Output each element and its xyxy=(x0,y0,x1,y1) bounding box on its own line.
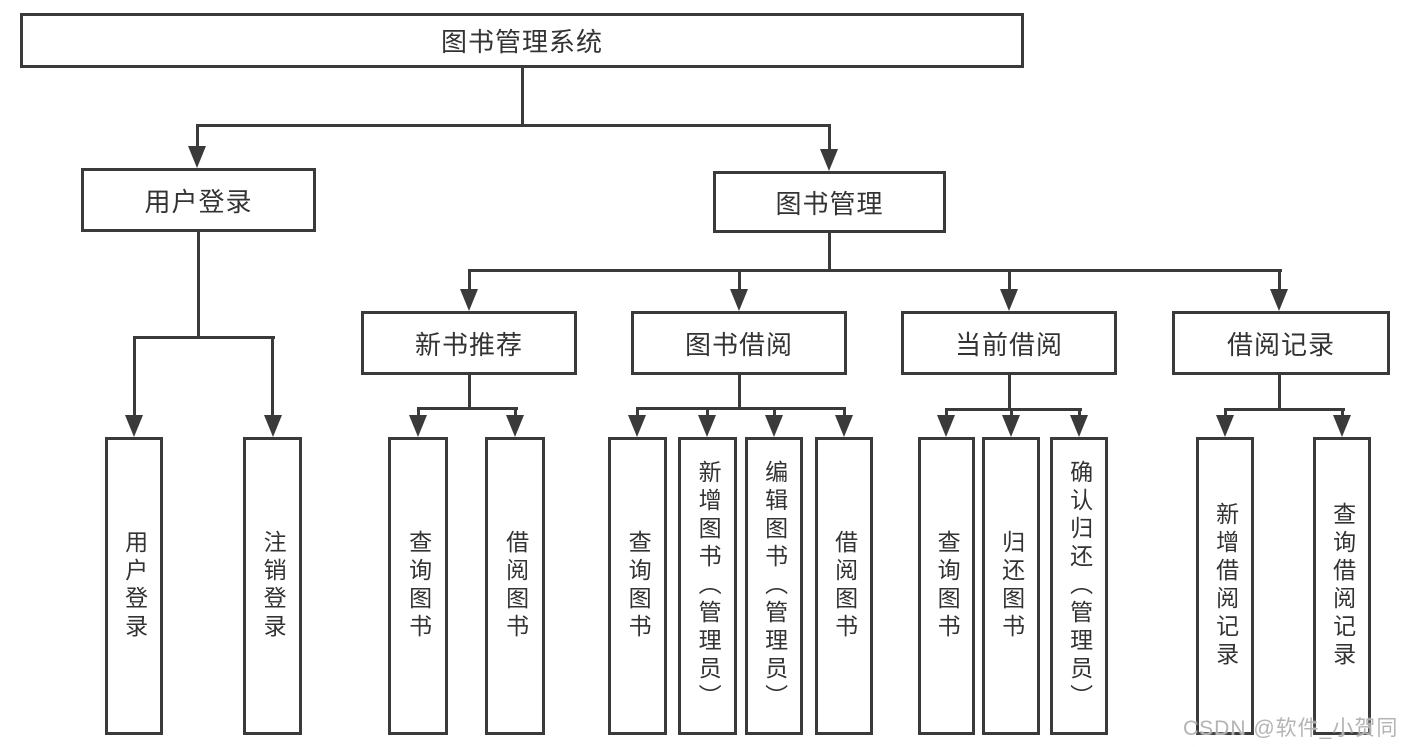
node-label: 图书借阅 xyxy=(684,329,793,360)
leaf-label: 借阅图书 xyxy=(831,530,858,642)
connector-vline xyxy=(1223,409,1227,417)
arrowhead-down-icon xyxy=(1070,415,1088,437)
node-new-book-recommendation: 新书推荐 xyxy=(361,311,577,375)
connector-hline xyxy=(1223,407,1345,411)
leaf-user-login: 用户登录 xyxy=(105,437,163,735)
leaf-add-books-admin: 新增图书（管理员） xyxy=(678,437,737,735)
arrowhead-down-icon xyxy=(628,415,646,437)
connector-vline xyxy=(1277,270,1281,291)
connector-vline xyxy=(1340,409,1344,417)
connector-vline xyxy=(1007,270,1011,291)
connector-vline xyxy=(944,409,948,417)
leaf-label: 编辑图书（管理员） xyxy=(761,460,788,712)
arrowhead-down-icon xyxy=(820,149,838,171)
connector-hline xyxy=(416,406,518,410)
connector-vline xyxy=(705,408,709,417)
leaf-label: 查询图书 xyxy=(405,530,432,642)
arrowhead-down-icon xyxy=(263,415,282,437)
leaf-label: 查询借阅记录 xyxy=(1329,502,1356,670)
arrowhead-down-icon xyxy=(937,415,955,437)
connector-vline xyxy=(132,337,136,417)
arrowhead-down-icon xyxy=(409,415,427,437)
leaf-query-borrow-record: 查询借阅记录 xyxy=(1313,437,1371,735)
leaf-label: 用户登录 xyxy=(121,530,148,642)
leaf-borrow-books-borrowing: 借阅图书 xyxy=(815,437,873,735)
connector-vline xyxy=(1009,409,1013,417)
arrowhead-down-icon xyxy=(730,289,748,311)
node-label: 图书管理系统 xyxy=(440,27,603,57)
connector-hline xyxy=(467,268,1282,272)
node-book-management: 图书管理 xyxy=(713,171,946,233)
leaf-label: 借阅图书 xyxy=(502,530,529,642)
leaf-edit-books-admin: 编辑图书（管理员） xyxy=(745,437,803,735)
node-label: 当前借阅 xyxy=(954,329,1063,360)
connector-vline xyxy=(467,375,471,408)
leaf-label: 新增借阅记录 xyxy=(1212,502,1239,670)
connector-hline xyxy=(195,123,831,127)
leaf-confirm-return-admin: 确认归还（管理员） xyxy=(1050,437,1108,735)
connector-vline xyxy=(842,408,846,417)
leaf-return-books: 归还图书 xyxy=(982,437,1040,735)
arrowhead-down-icon xyxy=(698,415,716,437)
arrowhead-down-icon xyxy=(1000,289,1018,311)
leaf-query-books-borrowing: 查询图书 xyxy=(608,437,667,735)
connector-vline xyxy=(520,68,524,125)
connector-vline xyxy=(827,125,831,152)
connector-vline xyxy=(772,408,776,417)
connector-vline xyxy=(737,270,741,291)
leaf-label: 注销登录 xyxy=(260,530,287,642)
arrowhead-down-icon xyxy=(125,415,143,437)
node-book-borrowing: 图书借阅 xyxy=(631,311,847,375)
leaf-label: 新增图书（管理员） xyxy=(695,460,722,712)
arrowhead-down-icon xyxy=(1216,415,1234,437)
arrowhead-down-icon xyxy=(1002,415,1020,437)
node-label: 用户登录 xyxy=(144,186,253,217)
arrowhead-down-icon xyxy=(506,415,524,437)
node-root: 图书管理系统 xyxy=(20,13,1024,68)
connector-vline xyxy=(1077,409,1081,417)
node-label: 图书管理 xyxy=(775,188,884,219)
connector-vline xyxy=(513,408,517,417)
leaf-query-books-current: 查询图书 xyxy=(918,437,975,735)
connector-hline xyxy=(132,335,275,339)
leaf-add-borrow-record: 新增借阅记录 xyxy=(1196,437,1254,735)
connector-hline xyxy=(635,406,846,410)
connector-vline xyxy=(737,375,741,408)
leaf-borrow-books-recommendation: 借阅图书 xyxy=(485,437,545,735)
node-borrowing-records: 借阅记录 xyxy=(1172,311,1390,375)
arrowhead-down-icon xyxy=(460,289,478,311)
leaf-label: 查询图书 xyxy=(934,530,961,642)
arrowhead-down-icon xyxy=(835,415,853,437)
connector-vline xyxy=(197,232,200,337)
connector-vline xyxy=(416,408,420,417)
node-current-borrowing: 当前借阅 xyxy=(901,311,1117,375)
arrowhead-down-icon xyxy=(1333,415,1351,437)
leaf-query-books-recommendation: 查询图书 xyxy=(388,437,448,735)
node-label: 借阅记录 xyxy=(1226,329,1335,360)
connector-vline xyxy=(828,233,831,270)
leaf-label: 归还图书 xyxy=(998,530,1025,642)
connector-vline xyxy=(1007,375,1011,409)
arrowhead-down-icon xyxy=(1270,289,1288,311)
leaf-label: 确认归还（管理员） xyxy=(1066,460,1093,712)
arrowhead-down-icon xyxy=(188,146,206,168)
leaf-label: 查询图书 xyxy=(625,530,652,642)
csdn-watermark: CSDN @软件_小贺同学 xyxy=(1183,717,1399,740)
connector-vline xyxy=(271,337,274,417)
leaf-logout-login: 注销登录 xyxy=(243,437,302,735)
node-user-login: 用户登录 xyxy=(81,168,316,232)
connector-vline xyxy=(467,270,471,291)
arrowhead-down-icon xyxy=(765,415,783,437)
node-label: 新书推荐 xyxy=(414,329,523,360)
connector-vline xyxy=(635,408,639,417)
connector-vline xyxy=(195,125,199,149)
connector-hline xyxy=(944,407,1082,411)
connector-vline xyxy=(1277,375,1281,409)
